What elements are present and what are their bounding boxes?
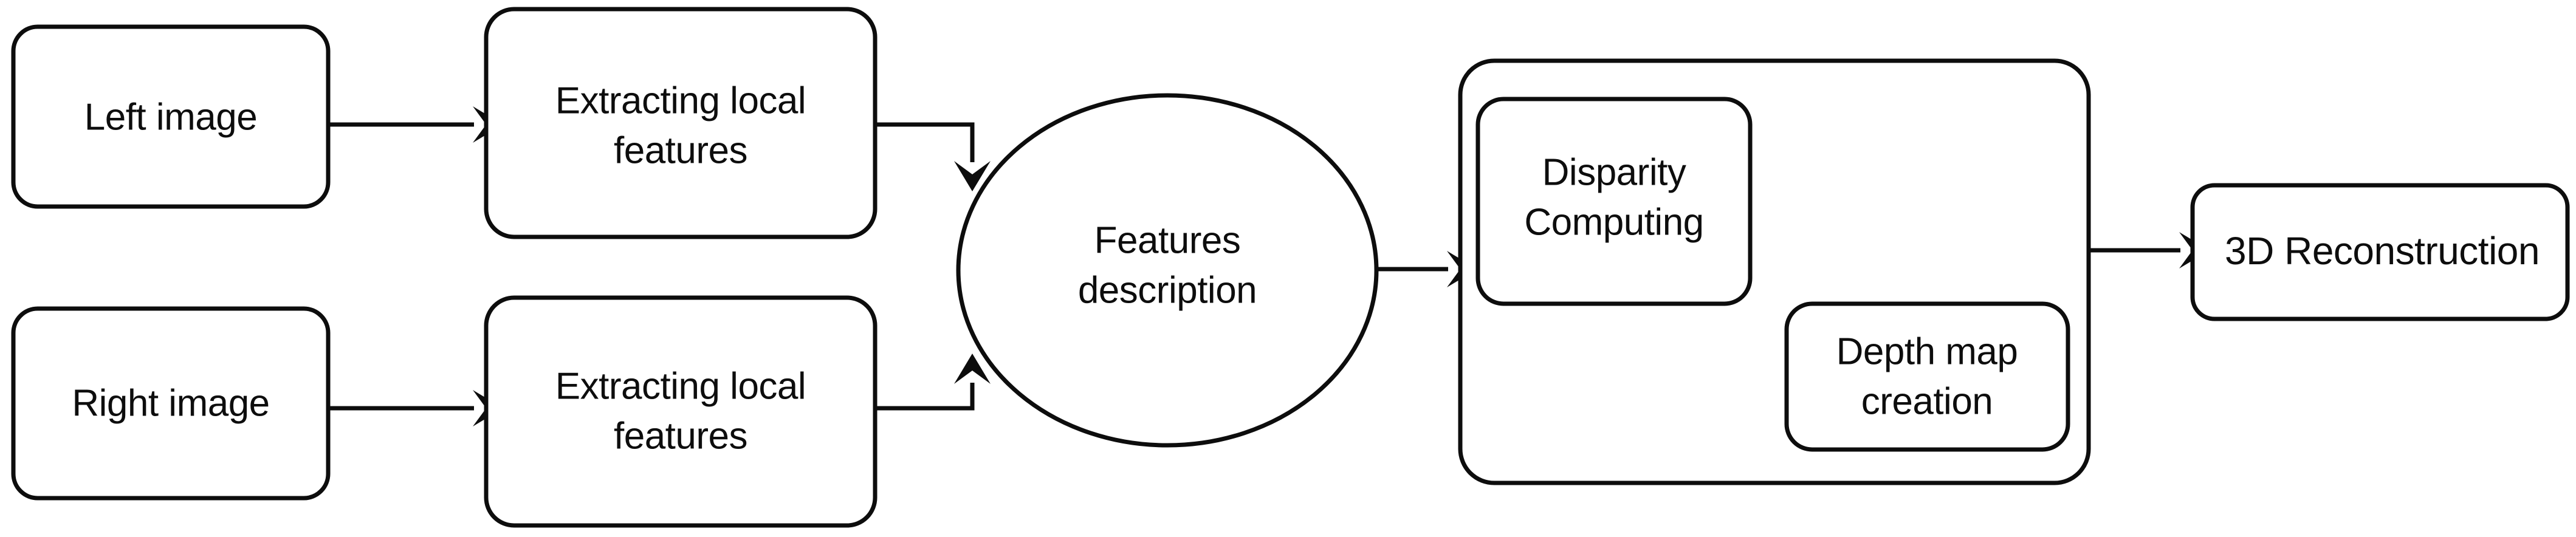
left-image-label: Left image (84, 96, 258, 138)
extract-right-label-line1: Extracting local (555, 365, 806, 407)
node-features-description[interactable]: Features description (956, 93, 1379, 448)
node-right-image[interactable]: Right image (11, 306, 331, 501)
features-description-ellipse[interactable] (956, 93, 1379, 448)
arrow-head-icon (954, 354, 991, 384)
extract-left-label-line2: features (614, 129, 747, 171)
node-left-image[interactable]: Left image (11, 24, 331, 209)
disparity-computing-label-line2: Computing (1524, 201, 1703, 243)
edge-extract-left-to-features (875, 122, 991, 191)
right-image-label: Right image (72, 382, 269, 424)
node-reconstruction-3d[interactable]: 3D Reconstruction (2190, 183, 2570, 321)
node-disparity-computing[interactable]: Disparity Computing (1475, 97, 1753, 306)
reconstruction-3d-label: 3D Reconstruction (2225, 229, 2540, 273)
arrow-head-icon (954, 161, 991, 191)
reconstruction-3d-box[interactable] (2190, 183, 2570, 321)
features-description-label-line2: description (1078, 269, 1257, 311)
features-description-label-line1: Features (1094, 219, 1241, 261)
depth-map-creation-label-line2: creation (1861, 380, 1993, 422)
depth-map-creation-box[interactable] (1784, 301, 2070, 452)
node-depth-map-creation[interactable]: Depth map creation (1784, 301, 2070, 452)
disparity-computing-box[interactable] (1475, 97, 1753, 306)
node-extract-left[interactable]: Extracting local features (484, 7, 878, 239)
edge-line (875, 122, 975, 162)
right-image-box[interactable] (11, 306, 331, 501)
left-image-box[interactable] (11, 24, 331, 209)
edge-left-image-to-extract-left (328, 106, 503, 143)
extract-right-box[interactable] (484, 295, 878, 528)
node-extract-right[interactable]: Extracting local features (484, 295, 878, 528)
edge-extract-right-to-features (875, 354, 991, 411)
disparity-computing-label-line1: Disparity (1542, 151, 1686, 193)
edge-line (875, 383, 975, 411)
depth-map-creation-label-line1: Depth map (1836, 330, 2018, 372)
extract-left-box[interactable] (484, 7, 878, 239)
edge-right-image-to-extract-right (328, 390, 503, 426)
extract-right-label-line2: features (614, 415, 747, 457)
extract-left-label-line1: Extracting local (555, 80, 806, 121)
